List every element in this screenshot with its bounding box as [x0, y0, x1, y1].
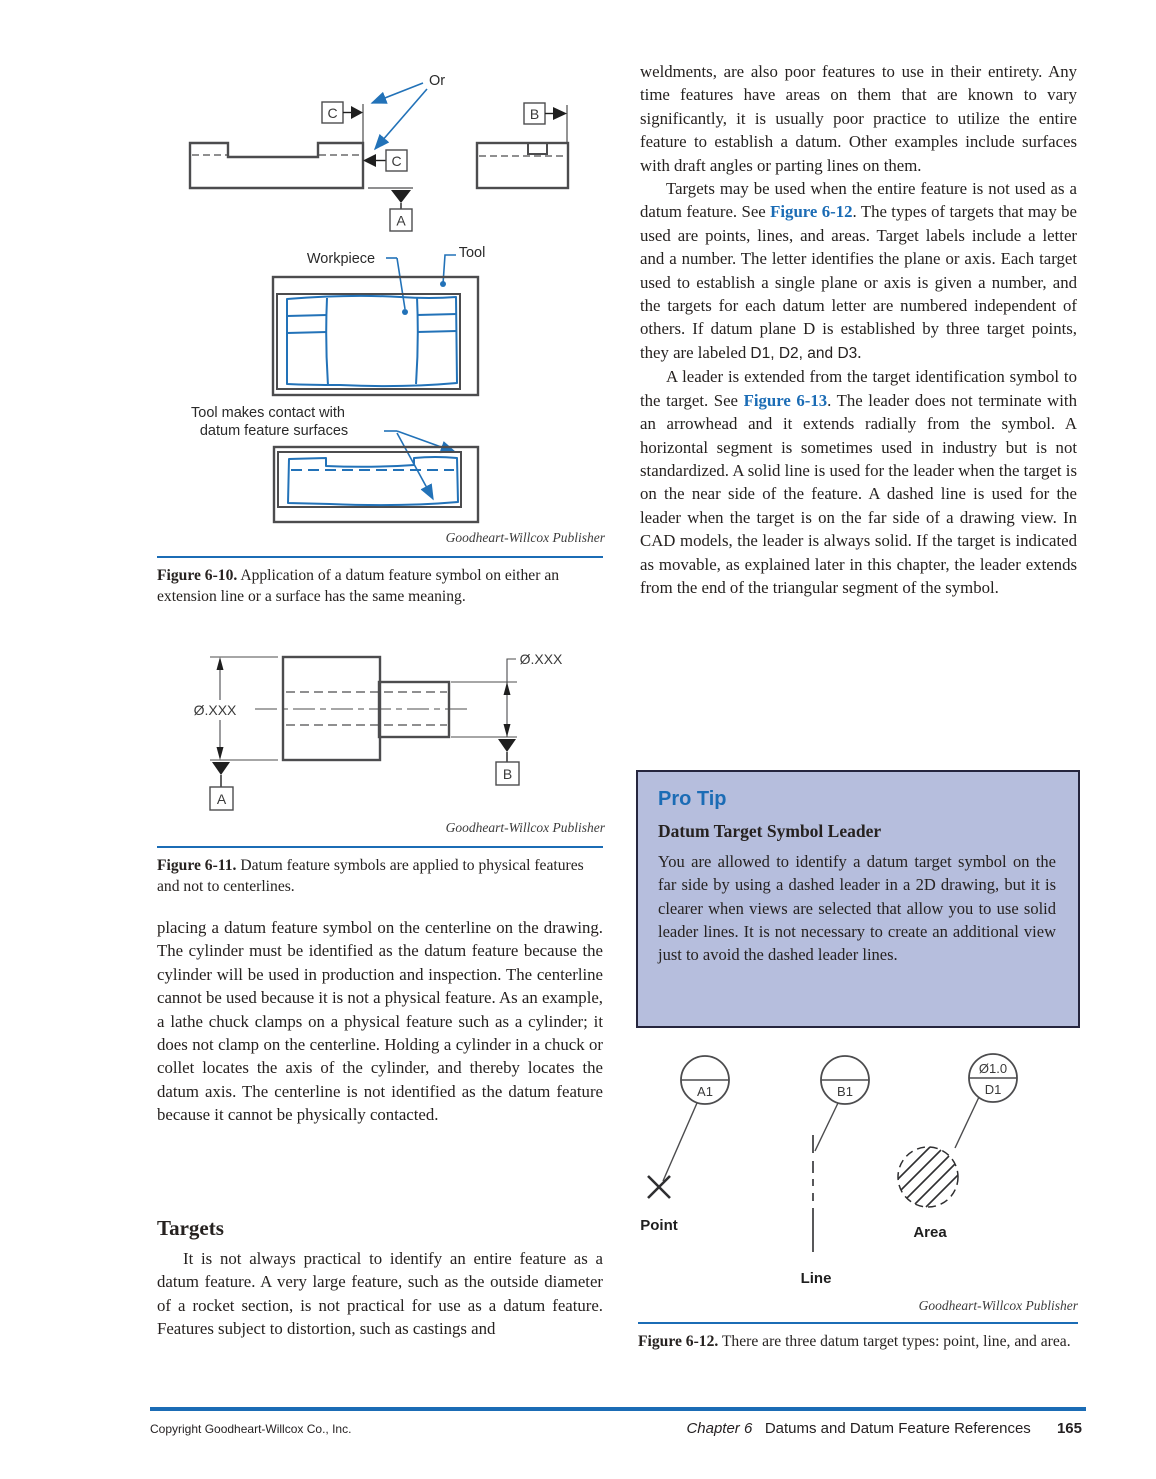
tool-frame-outer — [271, 275, 480, 397]
dim-arrow-up — [503, 682, 511, 695]
paragraph-targets-intro: Targets may be used when the entire feat… — [640, 179, 1077, 362]
target-label-d1: D1 — [985, 1082, 1002, 1097]
right-column-text: weldments, are also poor features to use… — [640, 60, 1077, 765]
targets-heading: Targets — [157, 1216, 224, 1240]
workpiece-sketch-2 — [287, 456, 459, 507]
datum-triangle — [391, 190, 411, 203]
workpiece-label: Workpiece — [307, 251, 375, 267]
figure-6-12-text: There are three datum target types: poin… — [721, 1333, 1071, 1350]
target-label-b1: B1 — [837, 1084, 853, 1099]
datum-letter-a: A — [217, 791, 227, 807]
leader-dot — [402, 309, 408, 315]
figure-6-13-reference: Figure 6-13 — [743, 390, 828, 410]
figure-6-12-label: Figure 6-12. — [638, 1333, 719, 1350]
paragraph-weldments: weldments, are also poor features to use… — [640, 62, 1077, 175]
footer-copyright: Copyright Goodheart-Willcox Co., Inc. — [150, 1422, 352, 1436]
notch — [527, 143, 548, 155]
figure-6-11-label: Figure 6-11. — [157, 857, 237, 874]
left-column-paragraph-2: It is not always practical to identify a… — [157, 1247, 603, 1392]
or-arrow-2 — [373, 88, 428, 151]
datum-box-c2 — [385, 149, 408, 172]
part-outline-right — [475, 141, 570, 190]
dim-arrow-up — [216, 657, 224, 670]
datum-triangle — [212, 762, 230, 775]
figure-6-10-drawing: C C A B Or Workpiece Tool — [188, 73, 570, 524]
datum-letter-a: A — [396, 213, 406, 229]
part-outline-left — [188, 141, 365, 190]
figure-6-10-caption: Figure 6-10. Application of a datum feat… — [157, 556, 603, 607]
tool-label: Tool — [459, 245, 486, 261]
point-target-x — [647, 1175, 671, 1199]
area-target-circle — [897, 1146, 959, 1208]
paragraph-leader: A leader is extended from the target ide… — [640, 367, 1077, 597]
contact-arrow-2 — [396, 432, 434, 501]
or-label: Or — [429, 73, 445, 89]
tool-frame-inner-2 — [277, 451, 462, 508]
figure-6-10-text: Application of a datum feature symbol on… — [157, 567, 560, 605]
datum-letter-c2: C — [391, 153, 401, 169]
pro-tip-box: Pro Tip Datum Target Symbol Leader You a… — [636, 770, 1080, 1028]
figure-6-11-text: Datum feature symbols are applied to phy… — [157, 857, 584, 895]
datum-letter-c1: C — [327, 105, 337, 121]
tool-frame-inner — [276, 293, 461, 390]
figure-6-10-label: Figure 6-10. — [157, 567, 238, 584]
publisher-credit-fig12: Goodheart-Willcox Publisher — [918, 1298, 1078, 1313]
line-label: Line — [801, 1270, 832, 1287]
figure-6-11-caption: Figure 6-11. Datum feature symbols are a… — [157, 846, 603, 897]
footer-chapter-info: Chapter 6 Datums and Datum Feature Refer… — [686, 1420, 1082, 1437]
datum-triangle — [363, 154, 376, 167]
datum-triangle — [351, 106, 363, 119]
pro-tip-subtitle: Datum Target Symbol Leader — [658, 821, 882, 841]
datum-triangle — [498, 739, 516, 752]
footer-rule — [150, 1407, 1086, 1411]
footer-page-number: 165 — [1056, 1420, 1082, 1437]
or-arrow-1 — [370, 82, 424, 104]
figure-6-11-drawing: Ø.XXX A Ø.XXX B — [194, 651, 563, 811]
area-target-hatch — [897, 1146, 959, 1208]
leader-dot — [440, 281, 446, 287]
dim-arrow-down — [503, 724, 511, 737]
pro-tip-body: You are allowed to identify a datum targ… — [658, 852, 1056, 965]
contact-label-line2: datum feature surfaces — [200, 423, 348, 439]
figure-6-12-drawing: A1 Point B1 Line Ø1.0 D1 — [640, 1053, 1018, 1287]
target-leader — [662, 1102, 698, 1182]
datum-box-b — [495, 761, 520, 786]
figure-6-12-caption: Figure 6-12. There are three datum targe… — [638, 1322, 1078, 1352]
contact-arrow-1 — [396, 430, 457, 454]
target-diameter-d1: Ø1.0 — [979, 1061, 1007, 1076]
left-column-paragraph: placing a datum feature symbol on the ce… — [157, 916, 603, 1200]
footer-chapter-title: Datums and Datum Feature References — [764, 1420, 1031, 1437]
datum-triangle — [553, 107, 567, 120]
footer: Copyright Goodheart-Willcox Co., Inc. Ch… — [150, 1420, 1082, 1437]
point-label: Point — [640, 1217, 678, 1234]
diameter-label-left: Ø.XXX — [194, 702, 237, 718]
target-leader — [954, 1096, 980, 1149]
paragraph-targets: It is not always practical to identify a… — [157, 1249, 603, 1339]
target-label-a1: A1 — [697, 1084, 713, 1099]
datum-letter-b: B — [530, 106, 539, 122]
datum-target-labels: D1, D2, and D3 — [750, 344, 858, 362]
workpiece-sketch-1 — [286, 294, 458, 388]
pro-tip-title: Pro Tip — [658, 788, 727, 810]
publisher-credit-fig11: Goodheart-Willcox Publisher — [445, 820, 605, 835]
contact-label-line1: Tool makes contact with — [191, 405, 345, 421]
diameter-label-right: Ø.XXX — [520, 651, 563, 667]
figure-6-12-reference: Figure 6-12 — [770, 202, 853, 222]
publisher-credit-fig10: Goodheart-Willcox Publisher — [445, 530, 605, 545]
area-label: Area — [913, 1224, 947, 1241]
target-leader — [814, 1102, 839, 1152]
datum-box-a — [389, 208, 413, 232]
footer-chapter: Chapter 6 — [686, 1420, 753, 1437]
paragraph-centerline: placing a datum feature symbol on the ce… — [157, 918, 603, 1125]
datum-box-a — [209, 786, 234, 811]
tool-frame-outer-2 — [272, 445, 480, 524]
datum-letter-b: B — [503, 766, 512, 782]
dim-arrow-down — [216, 747, 224, 760]
